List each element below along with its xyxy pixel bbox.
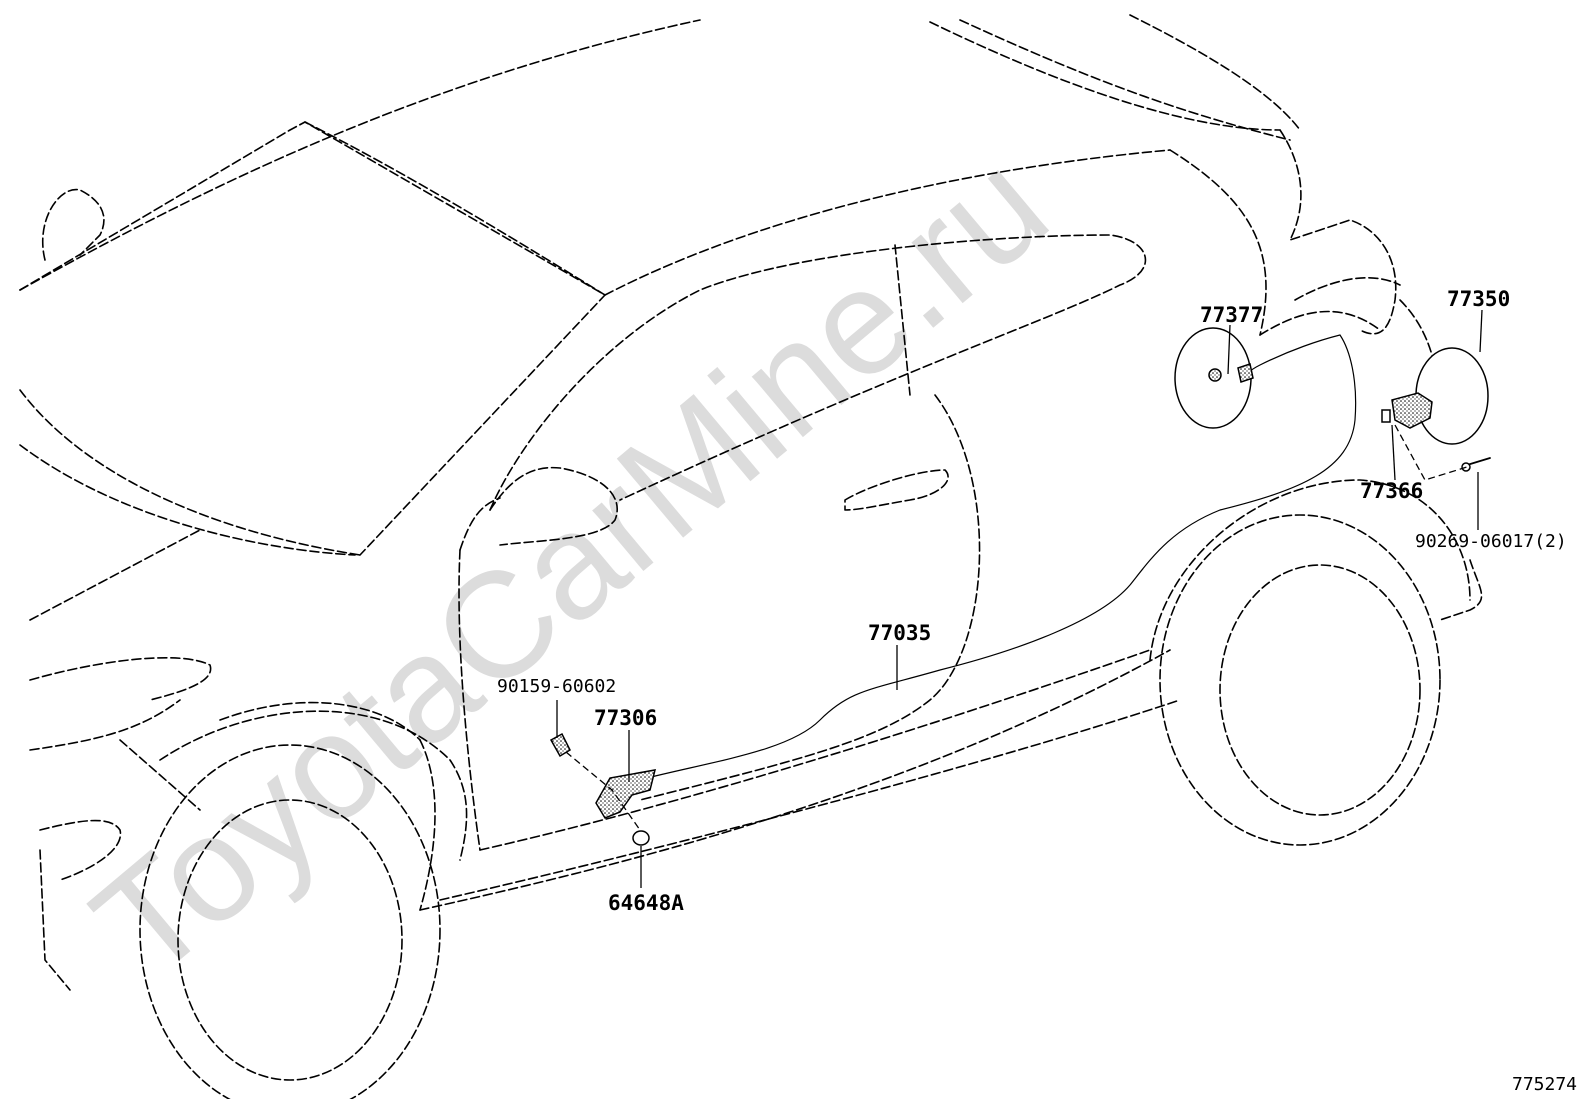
leader-lines — [556, 309, 1483, 888]
fuel-lid-lock — [1391, 392, 1433, 429]
screw-90269 — [1466, 457, 1491, 466]
bolt-90159 — [549, 732, 571, 758]
cable-clip — [1381, 409, 1391, 423]
callout-77366: 77366 — [1360, 479, 1423, 503]
fuel-lid-assembly — [549, 327, 1491, 846]
clip-64648A — [632, 830, 650, 846]
lid-grommet — [1208, 368, 1222, 382]
callout-90269-06017: 90269-06017(2) — [1415, 531, 1567, 552]
figure-number: 775274 — [1512, 1074, 1577, 1095]
fuel-lid-housing — [1415, 347, 1489, 445]
callout-77350: 77350 — [1447, 287, 1510, 311]
callout-77306: 77306 — [594, 706, 657, 730]
watermark: ToyotaCarMine.ru — [63, 120, 1078, 1010]
opener-cable — [646, 334, 1357, 779]
cable-end-cap — [1237, 363, 1254, 383]
callout-77035: 77035 — [868, 621, 931, 645]
opener-lever — [595, 769, 657, 819]
car-body-outline — [19, 14, 1483, 1099]
callout-64648A: 64648A — [608, 891, 684, 915]
callout-90159-60602: 90159-60602 — [497, 676, 616, 697]
callout-77377: 77377 — [1200, 303, 1263, 327]
